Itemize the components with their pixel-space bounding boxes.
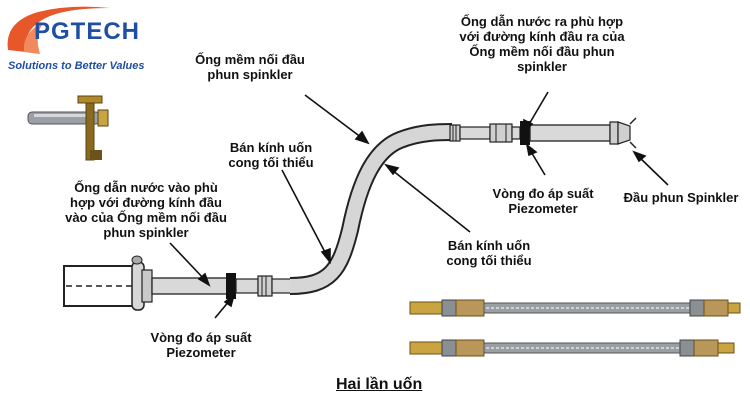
left-straight-pipe <box>151 273 293 299</box>
inlet-pipe-shape <box>63 255 153 311</box>
label-outlet-pipe: Ống dẫn nước ra phù hợp với đường kính đ… <box>459 14 625 74</box>
label-sprinkler-head: Đầu phun Spinkler <box>623 190 739 205</box>
label-piezometer-right: Vòng đo áp suất Piezometer <box>492 186 594 216</box>
label-bend-radius-top: Bán kính uốn cong tối thiểu <box>228 140 314 170</box>
label-bend-radius-bottom: Bán kính uốn cong tối thiểu <box>446 238 532 268</box>
label-piezometer-left: Vòng đo áp suất Piezometer <box>150 330 252 360</box>
logo-swoosh-icon <box>7 6 110 54</box>
piezometer-ring-icon <box>226 273 236 299</box>
label-hose-connector: Ống mềm nối đầu phun spinkler <box>195 52 305 82</box>
label-inlet-pipe: Ống dẫn nước vào phù hợp với đường kính … <box>65 180 227 240</box>
hose-photo-icon <box>409 299 741 357</box>
right-straight-pipe <box>449 121 611 145</box>
logo-tagline: Solutions to Better Values <box>8 60 145 72</box>
diagram-caption: Hai lần uốn <box>336 376 423 393</box>
sprinkler-head-icon <box>609 117 637 149</box>
logo-brand: PGTECH <box>34 18 141 45</box>
leader-arrows <box>169 91 669 319</box>
bracket-photo-icon <box>27 95 109 161</box>
flexible-hose-shape <box>289 123 453 295</box>
